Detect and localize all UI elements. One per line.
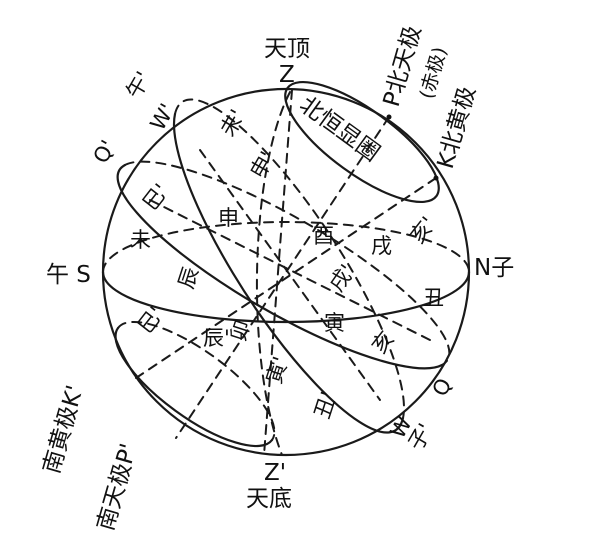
branch-shen-prime: 申' — [246, 147, 280, 182]
label-Z: Z — [279, 62, 295, 88]
celestial-pole-axis — [175, 116, 390, 439]
branch-yin: 寅 — [324, 311, 345, 335]
branch-shen: 申 — [218, 206, 239, 230]
north-circumpolar-circle — [284, 80, 440, 204]
branch-yin-prime: 寅' — [262, 354, 293, 387]
branch-si-prime-lower: 巳' — [133, 302, 168, 338]
label-north-ecliptic-pole: K北黄极 — [433, 84, 481, 172]
branch-chen-prime: 辰' — [203, 326, 230, 350]
label-Z-prime: Z' — [264, 460, 286, 486]
celestial-equator-front — [116, 163, 444, 370]
celestial-equator-back — [124, 160, 451, 366]
label-nadir: 天底 — [246, 486, 292, 512]
hour-line-1 — [149, 199, 431, 341]
branch-hai-prime: 亥' — [405, 212, 440, 248]
hour-circle-back — [174, 98, 405, 419]
hour-line-2 — [199, 149, 381, 401]
label-circumpolar-circle: 北恒显圈 — [294, 92, 384, 167]
label-wu-prime: 午' — [122, 67, 156, 102]
ecliptic-pole-axis — [135, 177, 437, 379]
label-north-celestial-pole-sub: (赤极) — [416, 45, 452, 102]
label-zenith: 天顶 — [264, 36, 310, 62]
branch-hai: 亥 — [367, 327, 399, 358]
label-Q: Q — [428, 374, 457, 400]
horizon-back — [102, 221, 470, 273]
branch-wei: 未 — [130, 228, 151, 252]
branch-xu: 戌 — [371, 234, 392, 258]
meridian-arc — [255, 91, 291, 456]
north-ecliptic-pole-point — [433, 175, 439, 181]
branch-you: 酉 — [313, 224, 334, 248]
south-circumpolar-back — [117, 320, 276, 441]
south-circumpolar-front — [114, 326, 274, 448]
branch-chou-prime: 丑' — [310, 389, 341, 422]
zenith-nadir-axis — [263, 89, 293, 456]
label-Q-prime: Q' — [89, 136, 121, 167]
label-north-point: N子 — [474, 255, 514, 281]
north-pole-point — [386, 114, 392, 120]
branch-chou: 丑 — [423, 286, 444, 310]
label-south-point: 午 S — [46, 262, 91, 288]
label-south-celestial-pole: 南天极P' — [93, 441, 143, 534]
label-south-ecliptic-pole: 南黄极K' — [39, 383, 89, 477]
